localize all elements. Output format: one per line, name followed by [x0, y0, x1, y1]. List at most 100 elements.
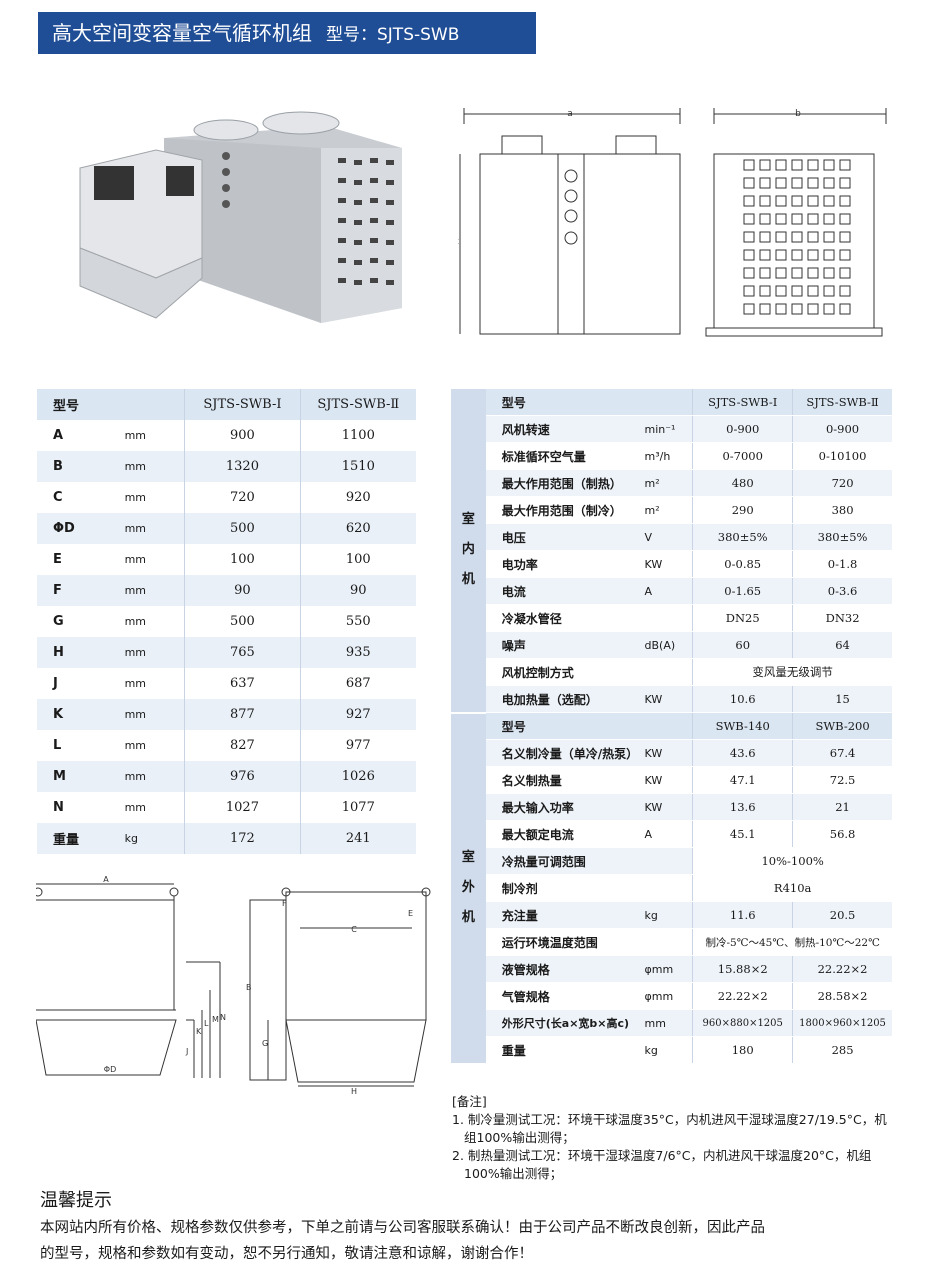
row-name: 运行环境温度范围: [485, 928, 645, 956]
note-1: 1. 制冷量测试工况：环境干球温度35°C，内机进风干湿球温度27/19.5°C…: [452, 1112, 887, 1127]
row-name: 最大输入功率: [485, 793, 645, 821]
note-1-cont: 组100%输出测得；: [464, 1130, 575, 1145]
row-v2: 28.58×2: [792, 982, 892, 1010]
title-banner: 高大空间变容量空气循环机组型号：SJTS-SWB: [38, 12, 536, 54]
dim-D: ΦD: [104, 1065, 116, 1074]
indoor-header-name: 型号: [485, 389, 645, 416]
row-unit: φmm: [644, 982, 693, 1010]
indoor-header-v1: SJTS-SWB-Ⅰ: [692, 389, 793, 416]
row-unit: min⁻¹: [644, 415, 693, 443]
row-name: F: [53, 583, 62, 598]
row-v1: 100: [184, 544, 301, 575]
note-2-cont: 100%输出测得；: [464, 1166, 563, 1181]
row-v1: 290: [692, 496, 793, 524]
row-v1: 11.6: [692, 901, 793, 929]
row-v1: 90: [184, 575, 301, 606]
dim-K: K: [196, 1027, 202, 1036]
row-v1: 765: [184, 637, 301, 668]
row-name: 外形尺寸(长a×宽b×高c): [485, 1009, 645, 1037]
row-unit: [644, 928, 693, 956]
row-unit: m³/h: [644, 442, 693, 470]
row-v1: 180: [692, 1036, 793, 1064]
row-unit: m²: [644, 496, 693, 524]
header-v2: SJTS-SWB-Ⅱ: [299, 389, 416, 420]
row-unit: m²: [644, 469, 693, 497]
row-v2: 21: [792, 793, 892, 821]
row-v1: 637: [184, 668, 301, 699]
table-row: 运行环境温度范围 制冷-5℃～45℃、制热-10℃～22℃: [451, 928, 892, 956]
row-name: G: [53, 614, 64, 629]
row-v1: 60: [692, 631, 793, 659]
row-unit: A: [644, 820, 693, 848]
row-name: 最大额定电流: [485, 820, 645, 848]
tips-line-1: 本网站内所有价格、规格参数仅供参考，下单之前请与公司客服联系确认！由于公司产品不…: [40, 1220, 765, 1236]
row-unit: mm: [124, 460, 147, 473]
table-header-row: 型号 SJTS-SWB-Ⅰ SJTS-SWB-Ⅱ: [37, 389, 416, 420]
row-unit: [644, 658, 693, 686]
row-v1: 43.6: [692, 739, 793, 767]
model-label: 型号：SJTS-SWB: [326, 25, 460, 45]
row-v1: 0-1.65: [692, 577, 793, 605]
indoor-header-row: 室 内 机 型号 SJTS-SWB-Ⅰ SJTS-SWB-Ⅱ: [451, 389, 892, 713]
row-name: 充注量: [485, 901, 645, 929]
dim-E: E: [408, 909, 413, 918]
notes-title: [备注]: [452, 1094, 487, 1109]
row-v2: 56.8: [792, 820, 892, 848]
row-v2: 720: [792, 469, 892, 497]
page-title: 高大空间变容量空气循环机组: [52, 21, 312, 45]
row-v2: 687: [299, 668, 416, 699]
dim-N: N: [220, 1013, 226, 1022]
row-v1: 500: [184, 606, 301, 637]
tips-text: 本网站内所有价格、规格参数仅供参考，下单之前请与公司客服联系确认！由于公司产品不…: [40, 1215, 860, 1267]
dim-H: H: [351, 1087, 357, 1096]
row-v1: 827: [184, 730, 301, 761]
row-unit: mm: [124, 770, 147, 783]
row-v2: 285: [792, 1036, 892, 1064]
row-v2: 90: [299, 575, 416, 606]
table-row: 风机控制方式变风量无级调节: [451, 658, 892, 686]
outdoor-header-name: 型号: [485, 712, 645, 740]
row-v2: 100: [299, 544, 416, 575]
row-name: B: [53, 459, 63, 474]
row-v1: 500: [184, 513, 301, 544]
row-name: J: [53, 676, 58, 691]
row-v2: 1510: [299, 451, 416, 482]
row-v2: 67.4: [792, 739, 892, 767]
row-v2: 927: [299, 699, 416, 730]
header-unit: [125, 389, 185, 420]
dim-b: b: [795, 109, 801, 119]
row-v2: DN32: [792, 604, 892, 632]
row-v2: 380±5%: [792, 523, 892, 551]
row-name: 名义制热量: [485, 766, 645, 794]
row-v2: 0-10100: [792, 442, 892, 470]
row-v2: 241: [299, 823, 416, 854]
row-v2: 20.5: [792, 901, 892, 929]
row-span-value: 制冷-5℃～45℃、制热-10℃～22℃: [692, 928, 892, 956]
notes-section: [备注] 1. 制冷量测试工况：环境干球温度35°C，内机进风干湿球温度27/1…: [452, 1093, 897, 1183]
row-v1: 877: [184, 699, 301, 730]
row-name: A: [53, 428, 64, 443]
row-unit: [644, 847, 693, 875]
row-v1: 976: [184, 761, 301, 792]
row-v1: 900: [184, 420, 301, 451]
